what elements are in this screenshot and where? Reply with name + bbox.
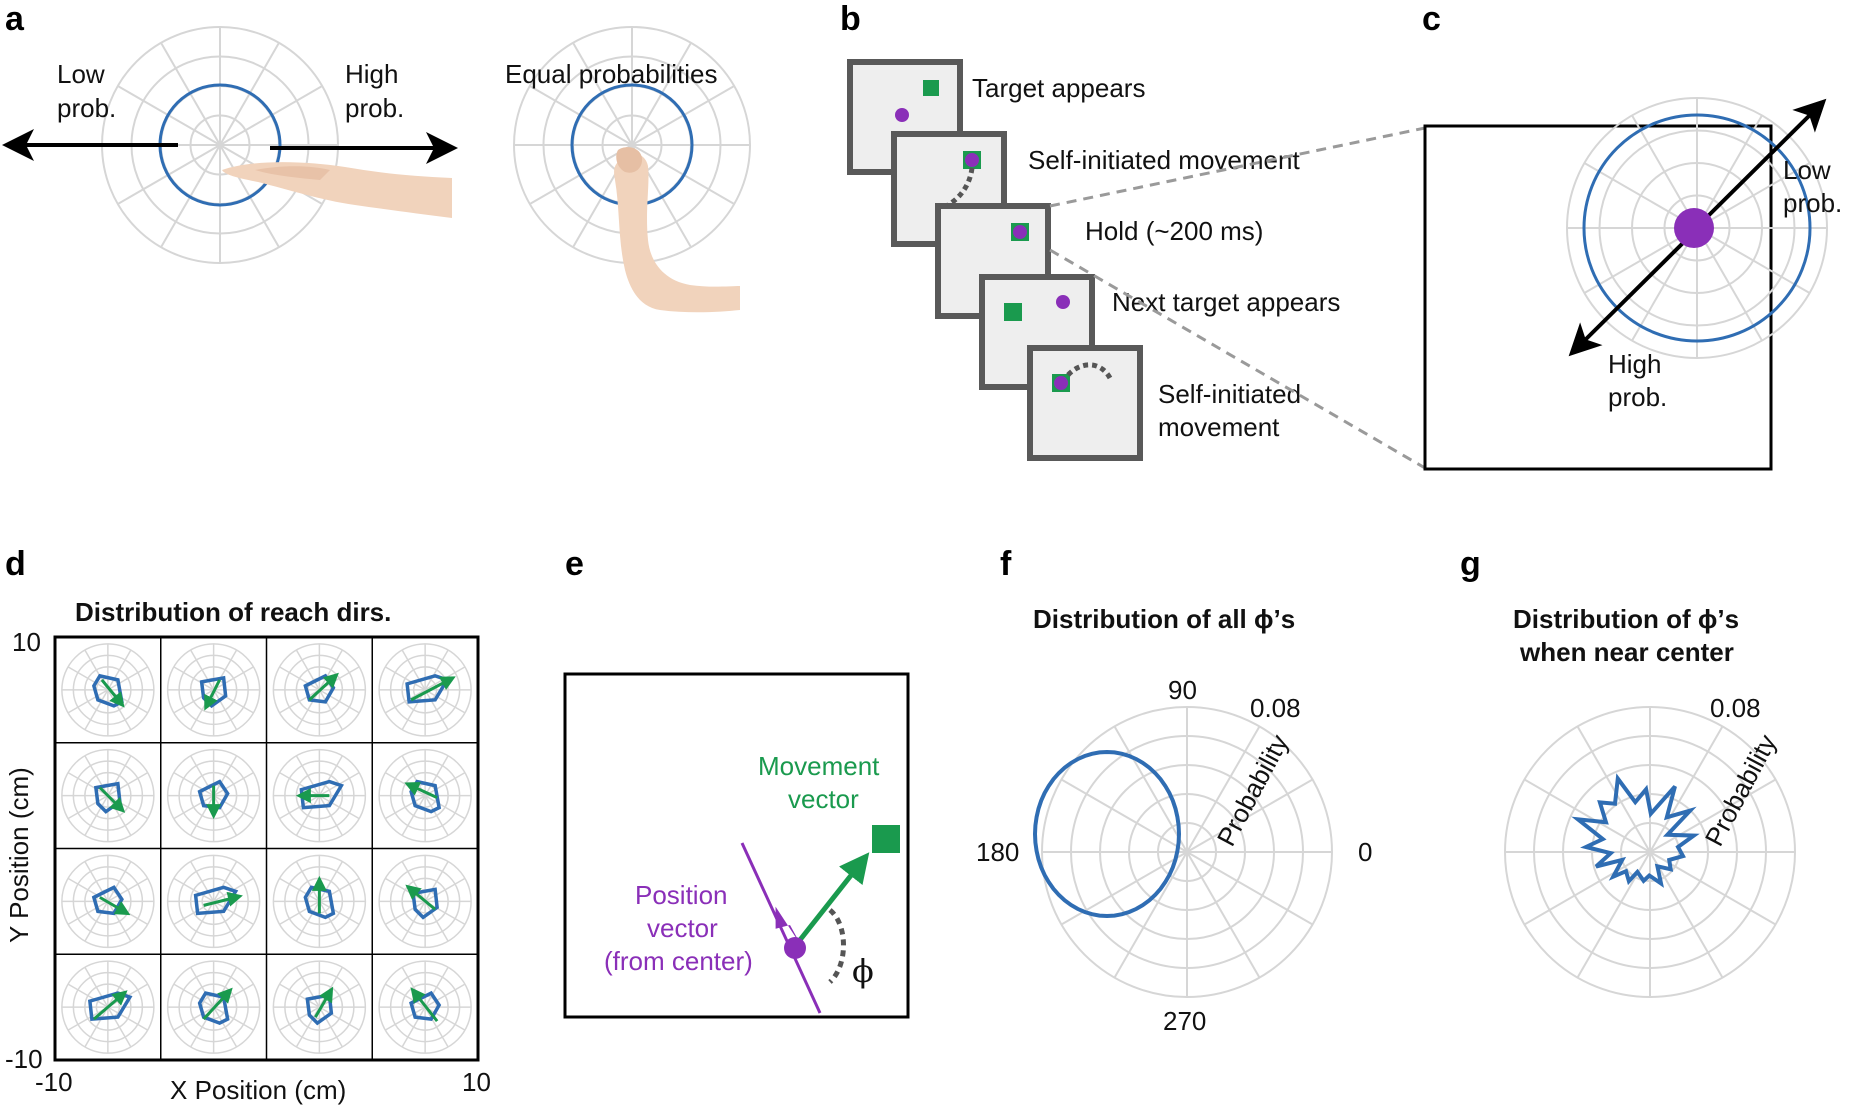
panel-d-title: Distribution of reach dirs. xyxy=(75,597,391,627)
low-prob-c-1: Low xyxy=(1783,155,1831,185)
panel-g-title-2: when near center xyxy=(1519,637,1734,667)
position-label-1: Position xyxy=(635,880,728,910)
panel-label-f: f xyxy=(1000,545,1012,583)
reach-cell xyxy=(166,748,261,843)
position-vector-line xyxy=(740,842,822,1014)
xtick-left: -10 xyxy=(35,1067,73,1097)
reach-cell xyxy=(166,643,261,737)
reach-cell xyxy=(61,748,155,843)
step-label-4: Next target appears xyxy=(1112,287,1340,317)
panel-g: Distribution of ϕ’s when near center 0.0… xyxy=(1504,604,1796,998)
angle-270-label: 270 xyxy=(1163,1006,1206,1036)
angle-0-label: 0 xyxy=(1358,837,1372,867)
ytick-top: 10 xyxy=(12,627,41,657)
cursor-dot-c xyxy=(1674,208,1714,248)
low-prob-label-2: prob. xyxy=(57,93,116,123)
step-label-1: Target appears xyxy=(972,73,1145,103)
arm-image xyxy=(222,162,452,218)
reach-cell xyxy=(61,643,155,737)
zoom-guide-top xyxy=(1049,126,1426,208)
panel-c: Low prob. High prob. xyxy=(1423,97,1842,471)
phi-symbol: ϕ xyxy=(852,952,874,990)
low-prob-label-1: Low xyxy=(57,59,105,89)
high-prob-label-1: High xyxy=(345,59,398,89)
panel-label-g: g xyxy=(1460,545,1481,583)
movement-label-1: Movement xyxy=(758,751,880,781)
high-prob-arrow-c xyxy=(1568,238,1688,357)
panel-a: Low prob. High prob. Equal probabilities xyxy=(2,26,751,313)
polar-grid-g xyxy=(1504,706,1796,998)
panel-label-b: b xyxy=(840,0,861,38)
position-label-2: vector xyxy=(647,913,718,943)
schematic-box xyxy=(563,672,910,1019)
xtick-right: 10 xyxy=(462,1067,491,1097)
step-label-2: Self-initiated movement xyxy=(1028,145,1300,175)
reach-cell xyxy=(272,854,367,949)
cursor-dot-icon xyxy=(895,108,909,122)
panel-g-title-1: Distribution of ϕ’s xyxy=(1513,604,1739,634)
panel-f: Distribution of all ϕ’s 90 180 0 270 0.0… xyxy=(976,604,1372,1036)
panel-label-c: c xyxy=(1422,0,1441,38)
phi-distribution-curve-g xyxy=(1571,773,1700,888)
reach-cell xyxy=(272,643,367,737)
reach-cell xyxy=(166,960,261,1054)
reach-cell xyxy=(272,748,367,843)
zoom-guide-bottom xyxy=(1049,248,1426,470)
reach-grid-border xyxy=(53,635,480,1062)
high-prob-c-2: prob. xyxy=(1608,382,1667,412)
panel-label-e: e xyxy=(565,545,584,583)
reach-cell xyxy=(61,960,155,1054)
zoomed-screen xyxy=(1423,124,1773,471)
panel-d: Distribution of reach dirs. 10 -10 -10 1… xyxy=(4,597,491,1105)
bent-arm-image xyxy=(614,147,740,313)
panel-f-title: Distribution of all ϕ’s xyxy=(1033,604,1295,634)
target-square-e xyxy=(872,825,900,853)
angle-90-label: 90 xyxy=(1168,675,1197,705)
panel-b: Target appears Self-initiated movement H… xyxy=(847,59,1426,470)
distribution-circle-c xyxy=(1582,113,1812,343)
panel-label-a: a xyxy=(5,0,25,38)
trial-screen-5 xyxy=(1027,345,1143,461)
low-prob-arrow-c xyxy=(1700,98,1827,224)
step-label-3: Hold (~200 ms) xyxy=(1085,216,1263,246)
step-label-5-line1: Self-initiated xyxy=(1158,379,1301,409)
movement-label-2: vector xyxy=(788,784,859,814)
equal-probabilities-label: Equal probabilities xyxy=(505,59,717,89)
target-square-icon xyxy=(923,80,939,96)
rtick-g: 0.08 xyxy=(1710,693,1761,723)
reach-cell xyxy=(166,854,261,949)
y-axis-label: Y Position (cm) xyxy=(4,767,34,943)
panel-e: ϕ Movement vector Position vector (from … xyxy=(563,672,910,1019)
reach-cell xyxy=(378,960,472,1054)
step-label-5-line2: movement xyxy=(1158,412,1280,442)
phi-distribution-curve-f xyxy=(1032,749,1182,919)
reach-cell xyxy=(378,643,472,737)
ytick-bottom: -10 xyxy=(5,1044,43,1074)
phi-angle-arc xyxy=(828,908,846,984)
position-label-3: (from center) xyxy=(604,946,753,976)
x-axis-label: X Position (cm) xyxy=(170,1075,346,1105)
high-prob-c-1: High xyxy=(1608,349,1661,379)
polar-grid-f xyxy=(1041,706,1333,998)
high-prob-label-2: prob. xyxy=(345,93,404,123)
reach-cell xyxy=(61,854,155,949)
reach-grid xyxy=(55,637,478,1060)
angle-180-label: 180 xyxy=(976,837,1019,867)
reach-cell xyxy=(378,854,472,949)
panel-label-d: d xyxy=(5,545,26,583)
reach-cell xyxy=(272,960,367,1054)
reach-cell xyxy=(378,748,472,843)
rtick-f: 0.08 xyxy=(1250,693,1301,723)
movement-vector-arrow xyxy=(794,852,870,947)
low-prob-c-2: prob. xyxy=(1783,188,1842,218)
cursor-dot-e xyxy=(784,937,806,959)
